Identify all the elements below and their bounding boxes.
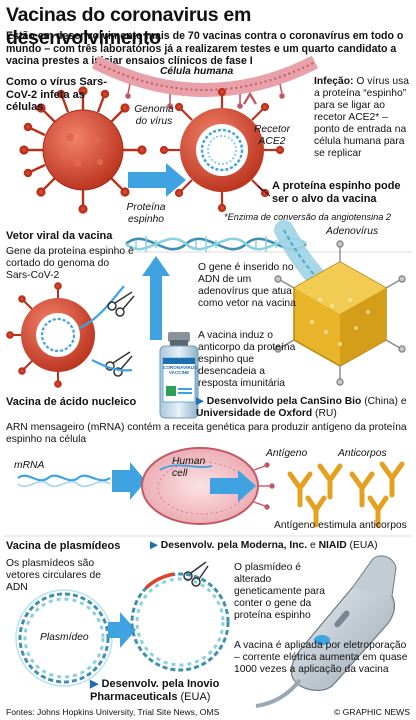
developer-country2: (RU) (315, 408, 337, 419)
developer2-prefix: Desenvolv. pela (101, 678, 184, 690)
antigen-stim-text: Antígeno estimula anticorpos (274, 520, 407, 531)
plasmid-label: Plasmídeo (40, 632, 89, 643)
developer-prefix: Desenvolv. pela (160, 540, 238, 551)
panel4-text: Os plasmídeos são vetores circulares de … (6, 558, 101, 593)
electroporation-device (255, 555, 397, 708)
panel4-developer2: ▶ Desenvolv. pela Inovio Pharmaceuticals… (90, 678, 220, 703)
human-cell-label: Célula humana (160, 66, 234, 77)
adenovirus-illustration (274, 220, 406, 386)
vaccine-vial (159, 332, 199, 419)
genome-label: Genoma do vírus (134, 104, 174, 127)
ace2-footnote: *Enzima de conversão da angiotensina 2 (224, 212, 392, 222)
antigen-arrow (210, 470, 256, 502)
developer2-org: Inovio Pharmaceuticals (90, 678, 220, 703)
altered-plasmid (130, 572, 230, 672)
mrna-label: mRNA (14, 460, 45, 471)
panel3-heading: Vacina de ácido nucleico (6, 396, 137, 408)
adenovirus-label: Adenovírus (326, 226, 379, 237)
panel3-text: ARN mensageiro (mRNA) contém a receita g… (6, 422, 407, 445)
panel4-heading: Vacina de plasmídeos (6, 540, 121, 552)
receptor-label: Recetor ACE2 (253, 124, 291, 147)
sources: Fontes: Johns Hopkins University, Trial … (6, 707, 220, 717)
coronavirus-illustration (19, 86, 147, 214)
developer2-country: (EUA) (180, 690, 211, 703)
page-title: Vacinas do coronavirus em desenvolviment… (6, 4, 252, 49)
panel1-heading: Como o vírus Sars-CoV-2 infeta as célula… (6, 76, 107, 113)
panel4-step2: A vacina é aplicada por eletroporação – … (234, 640, 408, 675)
panel4-developer: ▶ Desenvolv. pela Moderna, Inc. e NIAID … (150, 540, 378, 551)
developer-org1: Moderna, Inc. (240, 540, 308, 551)
mrna-strand (17, 462, 146, 500)
credit: © GRAPHIC NEWS (333, 707, 410, 717)
panel4-step1: O plasmídeo é alterado geneticamente par… (234, 562, 326, 621)
developer-org1: CanSino Bio (300, 396, 362, 407)
panel2-developer: ▶ Desenvolvido pela CanSino Bio (China) … (196, 396, 407, 419)
insert-arrow (142, 256, 170, 340)
developer-org2: NIAID (318, 540, 347, 551)
developer-prefix: Desenvolvido pela (206, 396, 298, 407)
virus-cutaway (159, 87, 285, 213)
spike-target-text: A proteína espinho pode ser o alvo da va… (272, 180, 401, 205)
virus-genome-cut (6, 282, 125, 388)
human-cell (141, 447, 275, 525)
developer-conj: e (400, 396, 407, 407)
gene-strand (91, 359, 133, 372)
vial-label: CORONAVIRUS VACCINE (163, 365, 198, 376)
infection-heading: Infeção: (314, 76, 354, 87)
antibody-label: Anticorpos (338, 448, 387, 459)
infection-text: Infeção: O vírus usa a proteína “espinho… (314, 76, 412, 160)
scissors-icon (183, 561, 209, 587)
vial-label-line1: CORONAVIRUS (163, 365, 198, 370)
plasmid-arrow (108, 612, 136, 648)
scissors-icon (107, 291, 135, 317)
scissors-icon (105, 351, 133, 377)
human-cell-label: Human cell (172, 456, 206, 479)
panel2-step1: O gene é inserido no ADN de um adenovíru… (198, 262, 296, 309)
vial-label-line2: VACCINE (168, 370, 190, 376)
spike-label: Proteína espinho (126, 202, 166, 225)
infection-arrow (128, 163, 186, 197)
panel2-heading: Vetor viral da vacina (6, 230, 113, 242)
developer-org2: Universidade de Oxford (196, 408, 313, 419)
panel2-step2: A vacina induz o anticorpo da proteína e… (198, 330, 296, 389)
antibodies (287, 461, 405, 528)
developer-conj: e (310, 540, 316, 551)
antigen-label: Antígeno (266, 448, 308, 459)
human-cell-membrane (91, 55, 319, 109)
developer-country: (EUA) (349, 540, 378, 551)
dna-strand (125, 236, 307, 252)
panel2-text: Gene da proteína espinho é cortado do ge… (6, 246, 134, 281)
developer-country1: (China) (364, 396, 398, 407)
pointer-line (257, 185, 271, 197)
infection-body: O vírus usa a proteína “espinho” para se… (314, 76, 410, 159)
intro-text: Estão em desenvolvimento mais de 70 vaci… (6, 30, 404, 68)
